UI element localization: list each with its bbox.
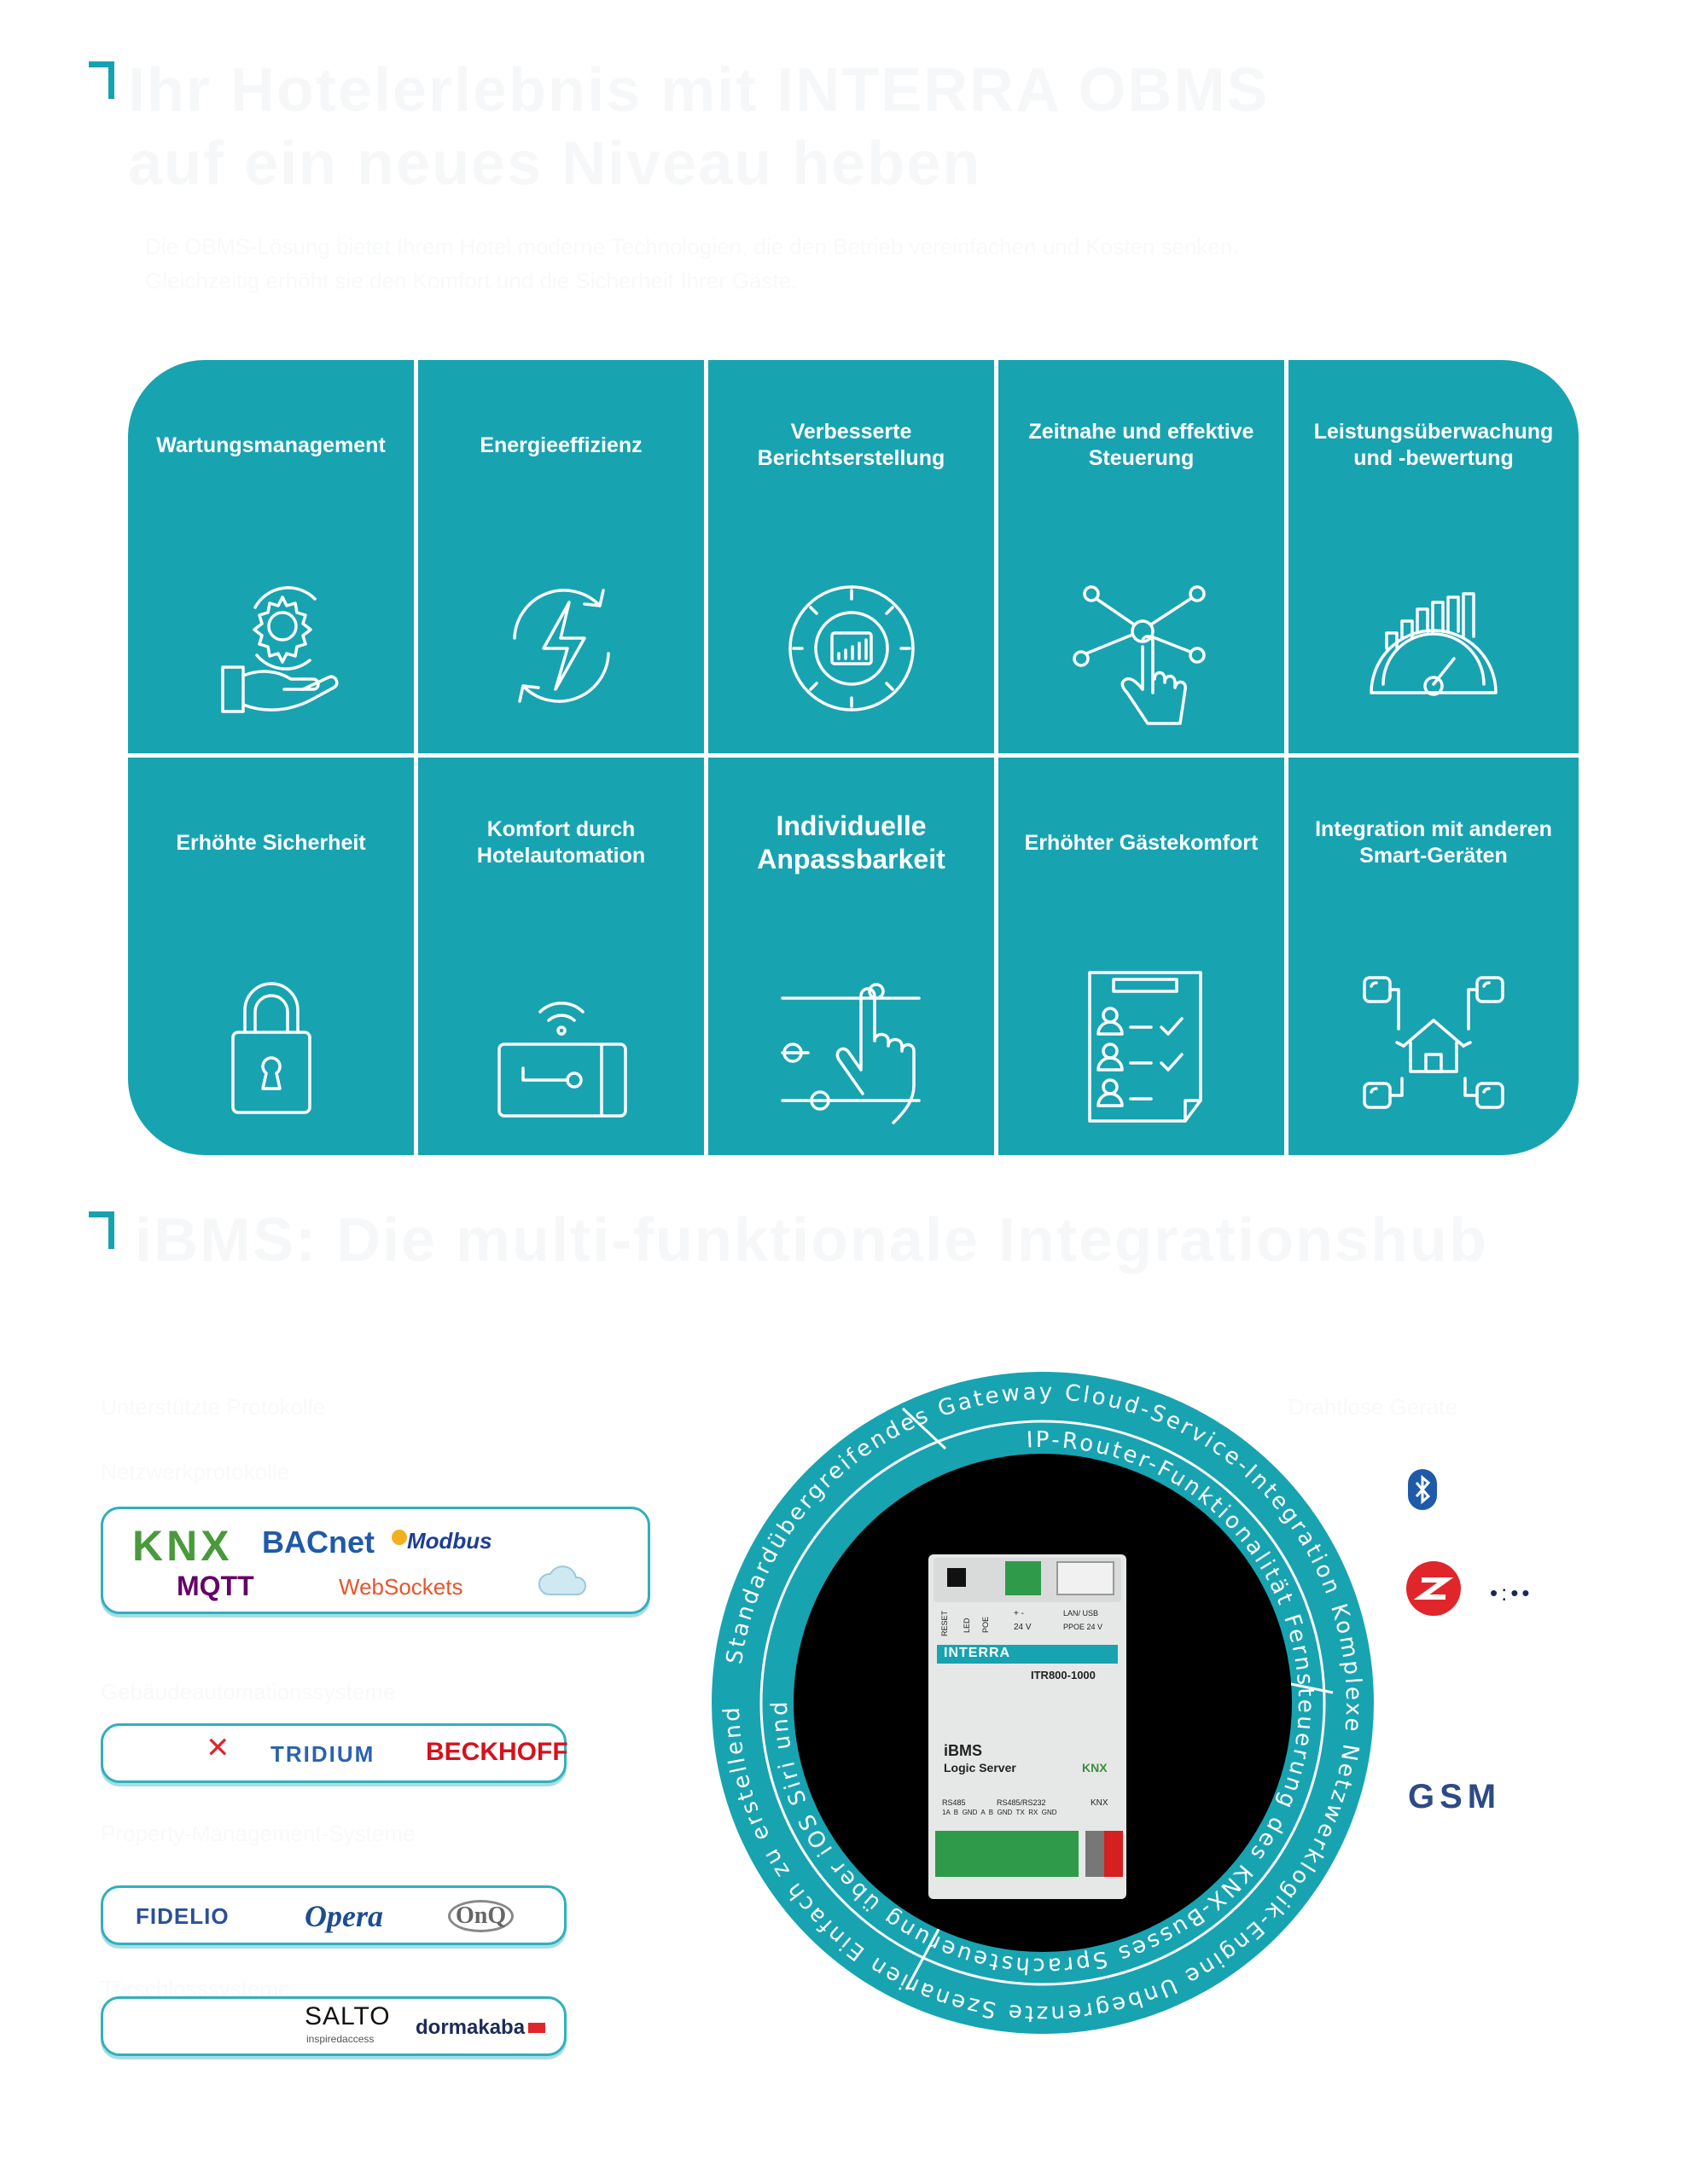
benefit-label: Komfort durch Hotelautomation bbox=[476, 817, 646, 868]
intro-line2: Gleichzeitig erhöht sie den Komfort und … bbox=[145, 268, 798, 293]
label-building: Gebäudeautomationssysteme bbox=[101, 1679, 396, 1705]
benefit-control: Zeitnahe und effektive Steuerung bbox=[998, 360, 1288, 758]
rs232-label: RS485/RS232 bbox=[997, 1798, 1046, 1807]
knx-terminal bbox=[1085, 1831, 1104, 1877]
port-reset-label: RESET bbox=[940, 1610, 949, 1636]
reset-button[interactable] bbox=[947, 1568, 966, 1587]
lan-power-label: PPOE 24 V bbox=[1063, 1623, 1103, 1631]
smart-home-network-icon bbox=[1352, 962, 1515, 1124]
benefit-performance: Leistungsüberwachung und -bewertung bbox=[1288, 360, 1579, 758]
section2-title: iBMS: Die multi-funktionale Integrations… bbox=[135, 1206, 1488, 1275]
mqtt-logo: MQTT bbox=[177, 1571, 254, 1601]
benefit-automation: Komfort durch Hotelautomation bbox=[418, 758, 708, 1155]
onq-logo: OnQ bbox=[448, 1900, 515, 1932]
lock-logos-box: SALTO inspiredaccess dormakaba bbox=[101, 1996, 567, 2056]
terminal-block-bottom bbox=[935, 1831, 1079, 1877]
pins-label: 1A B GND A B GND TX RX GND bbox=[942, 1809, 1057, 1816]
device-knx-mark: KNX bbox=[1082, 1761, 1108, 1774]
bacnet-logo: BACnet bbox=[262, 1525, 375, 1560]
salto-tagline: inspiredaccess bbox=[306, 2033, 375, 2045]
rs485-label: RS485 bbox=[942, 1798, 966, 1807]
terminal-block-power bbox=[1005, 1561, 1041, 1595]
port-led-label: LED bbox=[963, 1618, 971, 1633]
x-icon: ✕ bbox=[206, 1732, 230, 1764]
lan-port[interactable] bbox=[1056, 1561, 1114, 1595]
knx-port-label: KNX bbox=[1091, 1798, 1108, 1808]
report-gear-chart-icon bbox=[771, 565, 933, 727]
protocol-logos-box: KNX BACnet Modbus MQTT WebSockets bbox=[101, 1507, 650, 1614]
logic-server-device: RESET LED POE + - 24 V LAN/ USB PPOE 24 … bbox=[928, 1554, 1126, 1899]
benefit-maintenance: Wartungsmanagement bbox=[128, 360, 418, 758]
page-title-line1: Ihr Hotelerlebnis mit INTERRA OBMS bbox=[128, 56, 1270, 125]
benefit-integration: Integration mit anderen Smart-Geräten bbox=[1288, 758, 1579, 1155]
sliders-hand-icon bbox=[771, 962, 933, 1124]
section-bracket-2 bbox=[89, 1211, 114, 1249]
port-poe-label: POE bbox=[981, 1616, 990, 1633]
benefit-energy: Energieeffizienz bbox=[418, 360, 708, 758]
benefit-label: Zeitnahe und effektive Steuerung bbox=[1028, 420, 1254, 470]
benefit-label: Erhöhte Sicherheit bbox=[176, 830, 366, 855]
power-voltage-label: 24 V bbox=[1014, 1623, 1032, 1632]
page-title-line2: auf ein neues Niveau heben bbox=[128, 130, 982, 198]
label-pms: Property-Management-Systeme bbox=[101, 1821, 416, 1846]
knx-logo: KNX bbox=[132, 1522, 233, 1570]
bluetooth-icon bbox=[1408, 1469, 1437, 1510]
guest-checklist-icon bbox=[1061, 962, 1223, 1124]
gauge-bars-icon bbox=[1352, 565, 1515, 727]
device-subname: Logic Server bbox=[944, 1761, 1016, 1774]
dormakaba-mark-icon bbox=[528, 2023, 545, 2033]
modbus-logo: Modbus bbox=[407, 1528, 492, 1554]
benefit-label: Verbesserte Berichtserstellung bbox=[757, 420, 945, 470]
tridium-logo: TRIDIUM bbox=[270, 1741, 375, 1767]
building-logos-box: ✕ TRIDIUM BECKHOFF bbox=[101, 1723, 568, 1783]
label-protocols: Unterstützte Protokolle bbox=[101, 1394, 326, 1420]
benefit-customization: Individuelle Anpassbarkeit bbox=[708, 758, 998, 1155]
maintenance-hand-gear-icon bbox=[190, 565, 352, 727]
power-polarity-label: + - bbox=[1014, 1609, 1024, 1618]
opera-logo: Opera bbox=[305, 1899, 383, 1933]
padlock-icon bbox=[190, 962, 352, 1124]
benefit-label: Energieeffizienz bbox=[480, 433, 643, 457]
zigbee-icon bbox=[1406, 1561, 1461, 1616]
dots-icon: •:•• bbox=[1490, 1580, 1533, 1606]
network-touch-icon bbox=[1061, 565, 1223, 727]
device-name: iBMS bbox=[944, 1742, 982, 1759]
benefit-guest-comfort: Erhöhter Gästekomfort bbox=[998, 758, 1288, 1155]
label-wireless: Drahtlose Geräte bbox=[1288, 1394, 1457, 1420]
knx-terminal-red bbox=[1104, 1831, 1123, 1877]
beckhoff-logo: BECKHOFF bbox=[426, 1738, 568, 1766]
benefit-label: Integration mit anderen Smart-Geräten bbox=[1315, 817, 1552, 868]
benefit-reporting: Verbesserte Berichtserstellung bbox=[708, 360, 998, 758]
device-model: ITR800-1000 bbox=[1031, 1669, 1096, 1682]
salto-logo: SALTO bbox=[305, 2002, 391, 2030]
fidelio-logo: FIDELIO bbox=[136, 1903, 230, 1929]
device-brand: INTERRA bbox=[944, 1646, 1011, 1660]
intro-line1: Die OBMS-Lösung bietet Ihrem Hotel moder… bbox=[145, 234, 1239, 259]
lan-label: LAN/ USB bbox=[1063, 1609, 1099, 1618]
benefit-security: Erhöhte Sicherheit bbox=[128, 758, 418, 1155]
cloud-icon bbox=[537, 1565, 590, 1600]
modbus-gear-icon bbox=[392, 1530, 407, 1545]
ring-divider bbox=[759, 1420, 1326, 1986]
benefit-label: Leistungsüberwachung und -bewertung bbox=[1313, 420, 1554, 470]
dormakaba-logo: dormakaba bbox=[416, 2016, 526, 2039]
section-bracket-1 bbox=[89, 61, 114, 99]
benefit-label: Individuelle Anpassbarkeit bbox=[757, 810, 945, 874]
benefit-label: Erhöhter Gästekomfort bbox=[1024, 830, 1259, 855]
websockets-logo: WebSockets bbox=[339, 1574, 463, 1600]
brand-bar bbox=[937, 1645, 1118, 1664]
label-network: Netzwerkprotokolle bbox=[101, 1459, 290, 1484]
pms-logos-box: FIDELIO Opera OnQ bbox=[101, 1885, 567, 1945]
benefits-grid: Wartungsmanagement Energieeffizienz Verb… bbox=[128, 360, 1579, 1155]
energy-cycle-bolt-icon bbox=[480, 565, 643, 727]
benefit-label: Wartungsmanagement bbox=[156, 433, 386, 457]
wireless-key-card-icon bbox=[480, 962, 643, 1124]
gsm-logo: GSM bbox=[1408, 1778, 1502, 1815]
integration-ring: Standardübergreifendes Gateway Cloud-Ser… bbox=[700, 1350, 1376, 2036]
